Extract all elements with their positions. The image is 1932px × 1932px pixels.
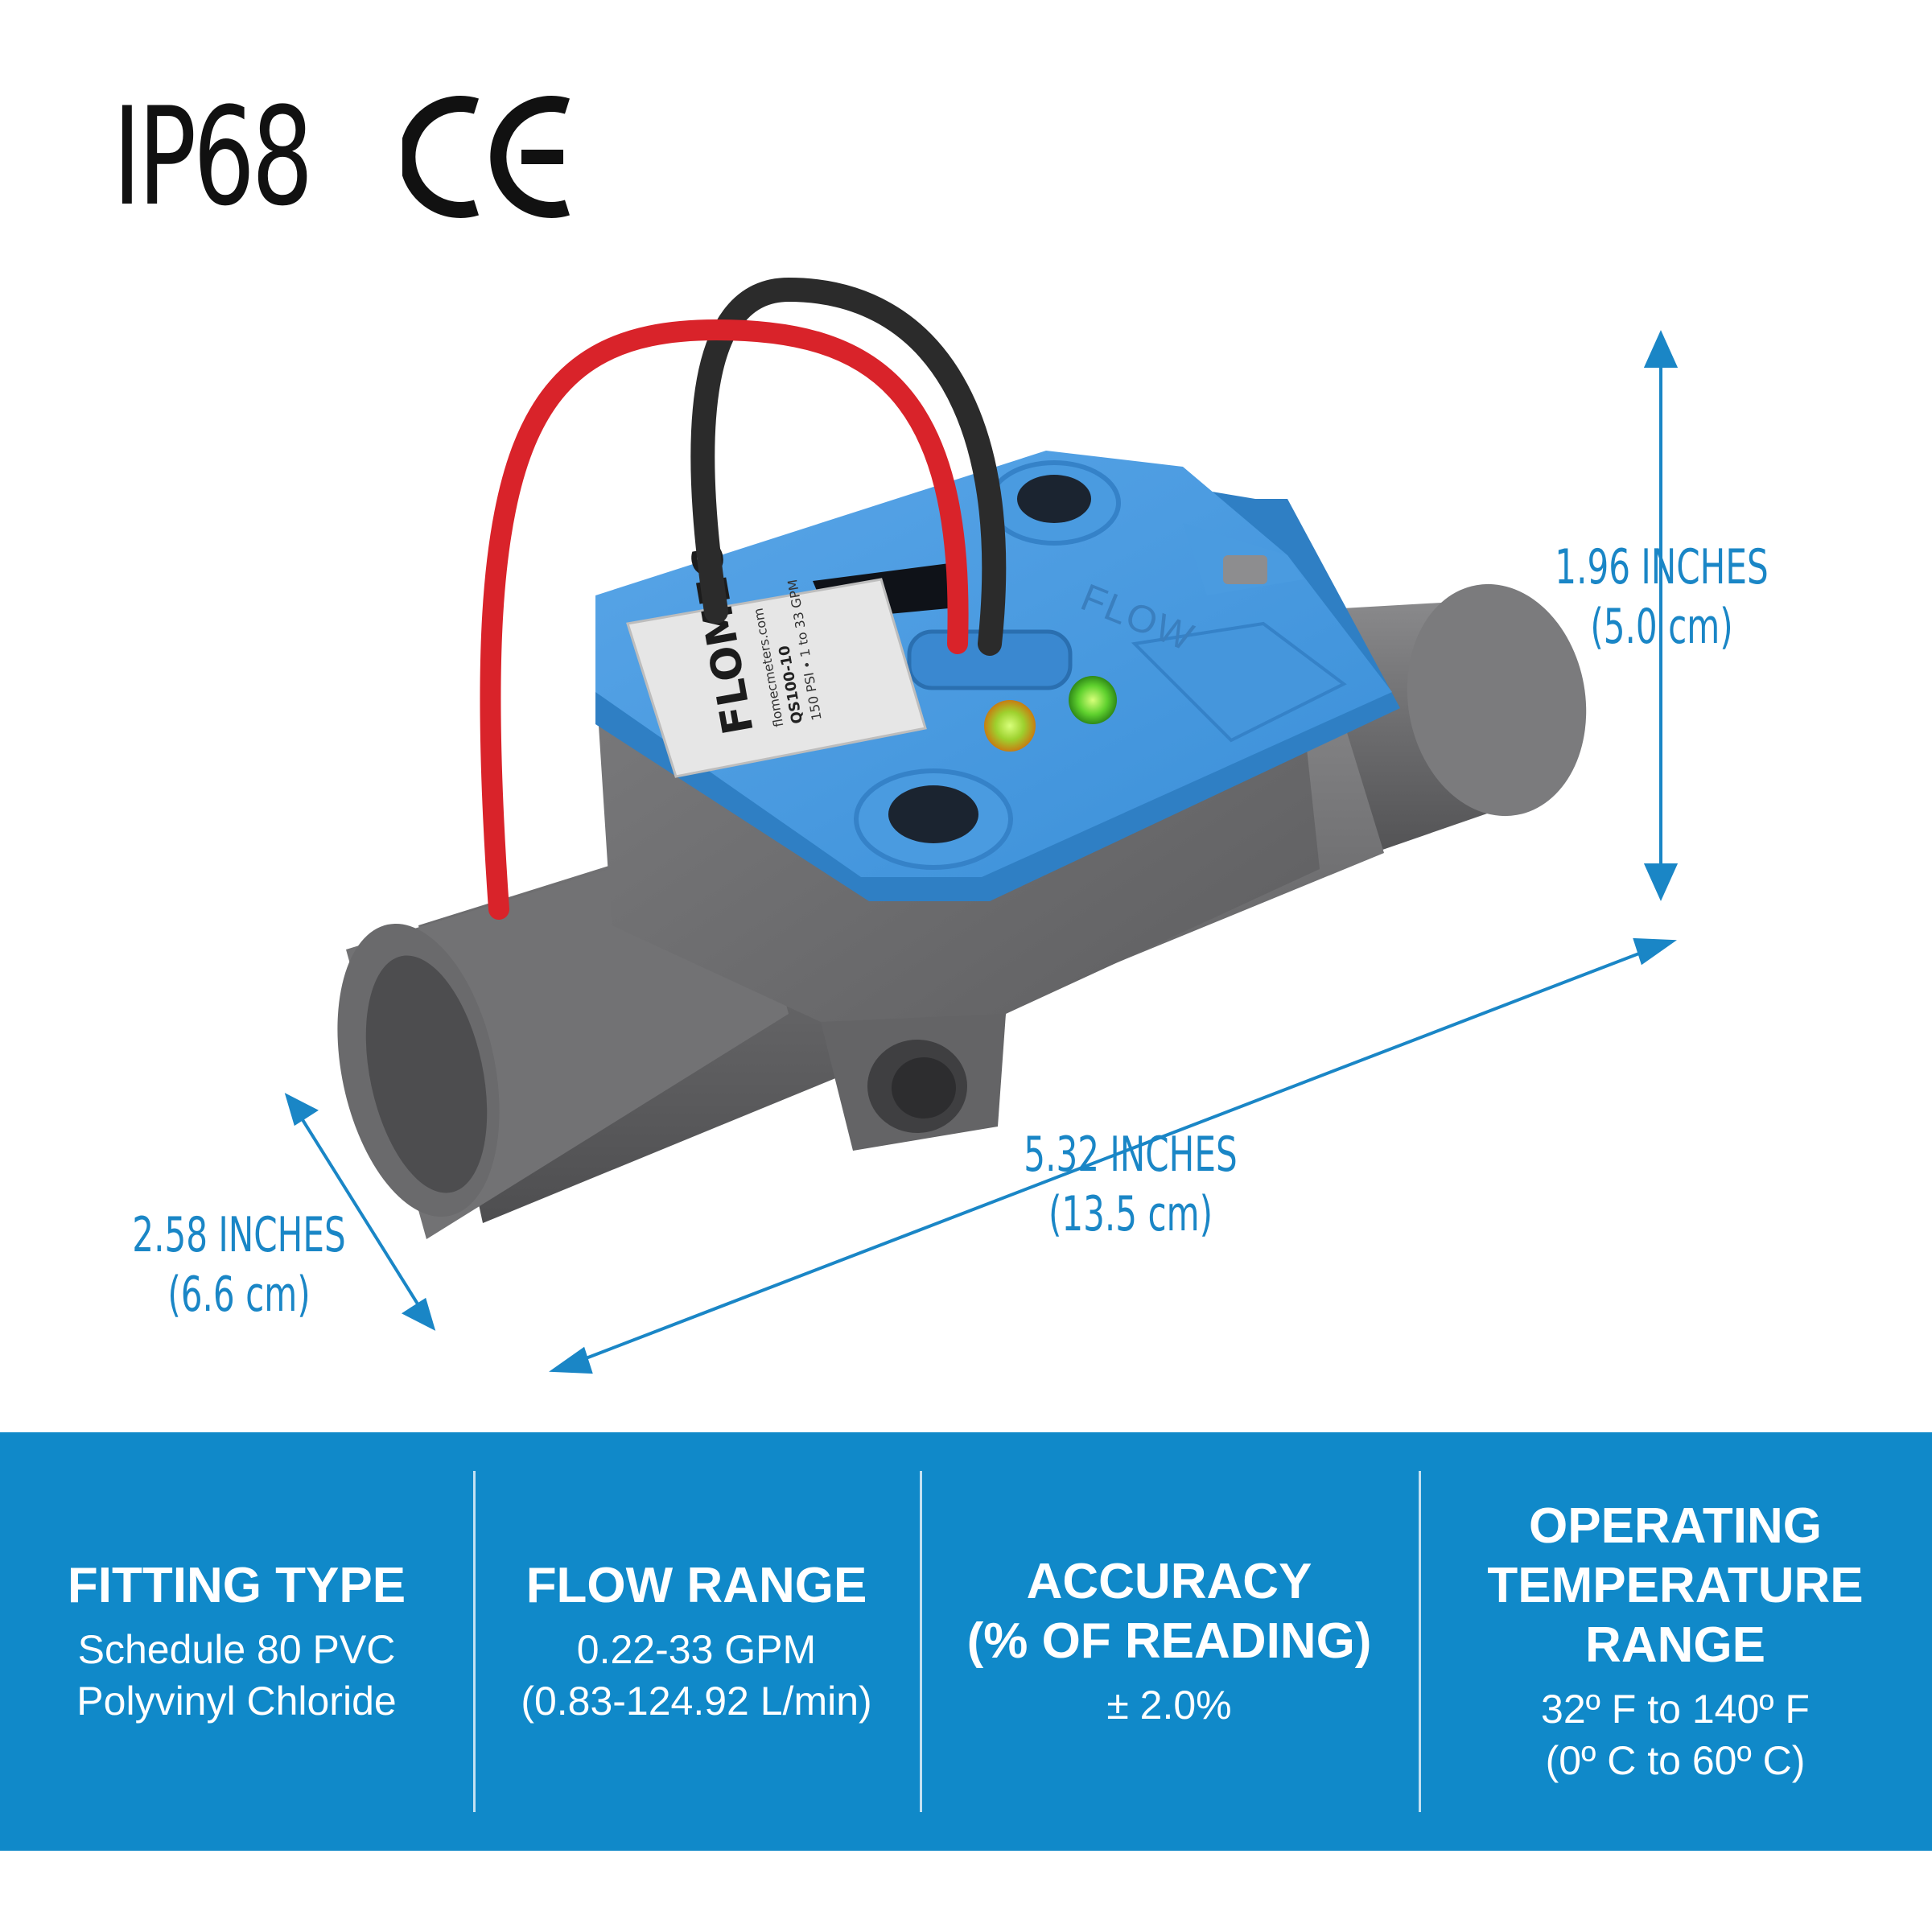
- depth-cm: (6.6 cm): [167, 1267, 311, 1323]
- length-arrow: [571, 946, 1654, 1366]
- spec-value: 32º F to 140º F (0º C to 60º C): [1541, 1687, 1810, 1783]
- spec-title: OPERATING TEMPERATURE RANGE: [1487, 1498, 1864, 1673]
- height-inches: 1.96 INCHES: [1555, 539, 1769, 595]
- depth-arrow: [296, 1110, 424, 1313]
- cable-wires: [480, 277, 1007, 920]
- spec-value: ± 2.0%: [1106, 1683, 1232, 1728]
- spec-title: FITTING TYPE: [67, 1558, 406, 1613]
- dimension-arrows: [284, 330, 1679, 1374]
- dimension-depth: 2.58 INCHES (6.6 cm): [123, 1205, 356, 1324]
- depth-inches: 2.58 INCHES: [132, 1207, 346, 1263]
- spec-value: 0.22-33 GPM (0.83-124.92 L/min): [521, 1627, 872, 1724]
- specs-band: FITTING TYPE Schedule 80 PVC Polyvinyl C…: [0, 1432, 1932, 1851]
- spec-title: ACCURACY (% OF READING): [966, 1554, 1372, 1669]
- spec-accuracy: ACCURACY (% OF READING) ± 2.0%: [920, 1432, 1419, 1851]
- certification-marks: IP68: [113, 76, 579, 237]
- height-cm: (5.0 cm): [1590, 599, 1733, 655]
- ip-rating: IP68: [113, 78, 314, 236]
- electronics-housing: [595, 451, 1400, 901]
- dimension-length: 5.32 INCHES (13.5 cm): [1015, 1125, 1247, 1244]
- ce-mark-icon: [402, 96, 570, 218]
- spec-flow-range: FLOW RANGE 0.22-33 GPM (0.83-124.92 L/mi…: [473, 1432, 920, 1851]
- spec-value: Schedule 80 PVC Polyvinyl Chloride: [76, 1627, 397, 1724]
- spec-fitting-type: FITTING TYPE Schedule 80 PVC Polyvinyl C…: [0, 1432, 473, 1851]
- spec-operating-temperature: OPERATING TEMPERATURE RANGE 32º F to 140…: [1419, 1432, 1932, 1851]
- spec-title: FLOW RANGE: [525, 1558, 867, 1613]
- dimension-height: 1.96 INCHES (5.0 cm): [1546, 538, 1778, 657]
- length-cm: (13.5 cm): [1048, 1186, 1213, 1242]
- length-inches: 5.32 INCHES: [1024, 1127, 1238, 1183]
- flow-meter-illustration: FLOMEC flomecmeters.com QS100-10 150 PSI…: [284, 277, 1679, 1374]
